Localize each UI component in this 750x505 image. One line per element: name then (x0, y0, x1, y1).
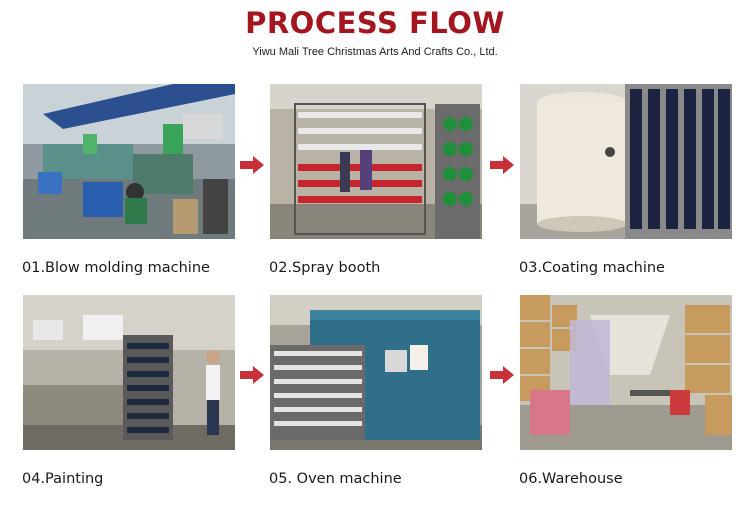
step-label: 05. Oven machine (269, 471, 402, 487)
step-label: 01.Blow molding machine (22, 260, 210, 276)
arrow-right-icon (240, 156, 264, 174)
arrow-right-icon (490, 156, 514, 174)
blow-molding-photo (23, 84, 235, 239)
arrow-right-icon (490, 366, 514, 384)
step-label: 03.Coating machine (519, 260, 665, 276)
step-label: 04.Painting (22, 471, 104, 487)
oven-machine-photo (270, 295, 482, 450)
spray-booth-photo (270, 84, 482, 239)
company-name: Yiwu Mali Tree Christmas Arts And Crafts… (252, 46, 498, 58)
painting-photo (23, 295, 235, 450)
step-label: 06.Warehouse (519, 471, 623, 487)
arrow-right-icon (240, 366, 264, 384)
step-label: 02.Spray booth (269, 260, 381, 276)
page-title: PROCESS FLOW (245, 6, 505, 40)
coating-machine-photo (520, 84, 732, 239)
warehouse-photo (520, 295, 732, 450)
